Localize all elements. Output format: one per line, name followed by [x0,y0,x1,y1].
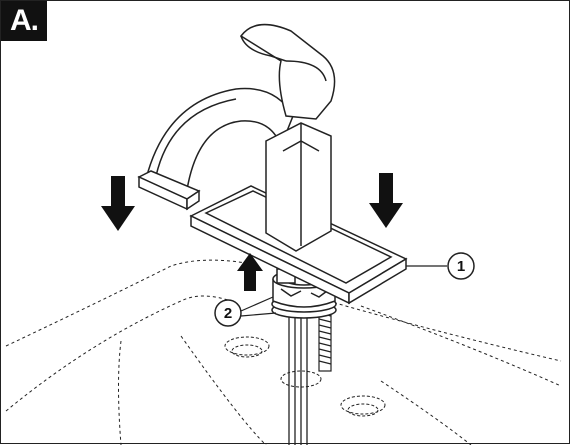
faucet-body [137,23,336,252]
sink-outline [5,259,562,445]
down-arrow-left [101,176,135,231]
callout-1: 1 [406,252,475,280]
threaded-shank [318,305,332,372]
step-label: A. [1,1,47,41]
down-arrow-right [369,173,403,228]
up-arrow [237,253,263,291]
callout-2-label: 2 [224,305,232,322]
callout-1-label: 1 [457,258,465,275]
supply-lines [288,311,308,445]
callout-2: 2 [214,296,277,327]
sink-holes [224,336,386,417]
